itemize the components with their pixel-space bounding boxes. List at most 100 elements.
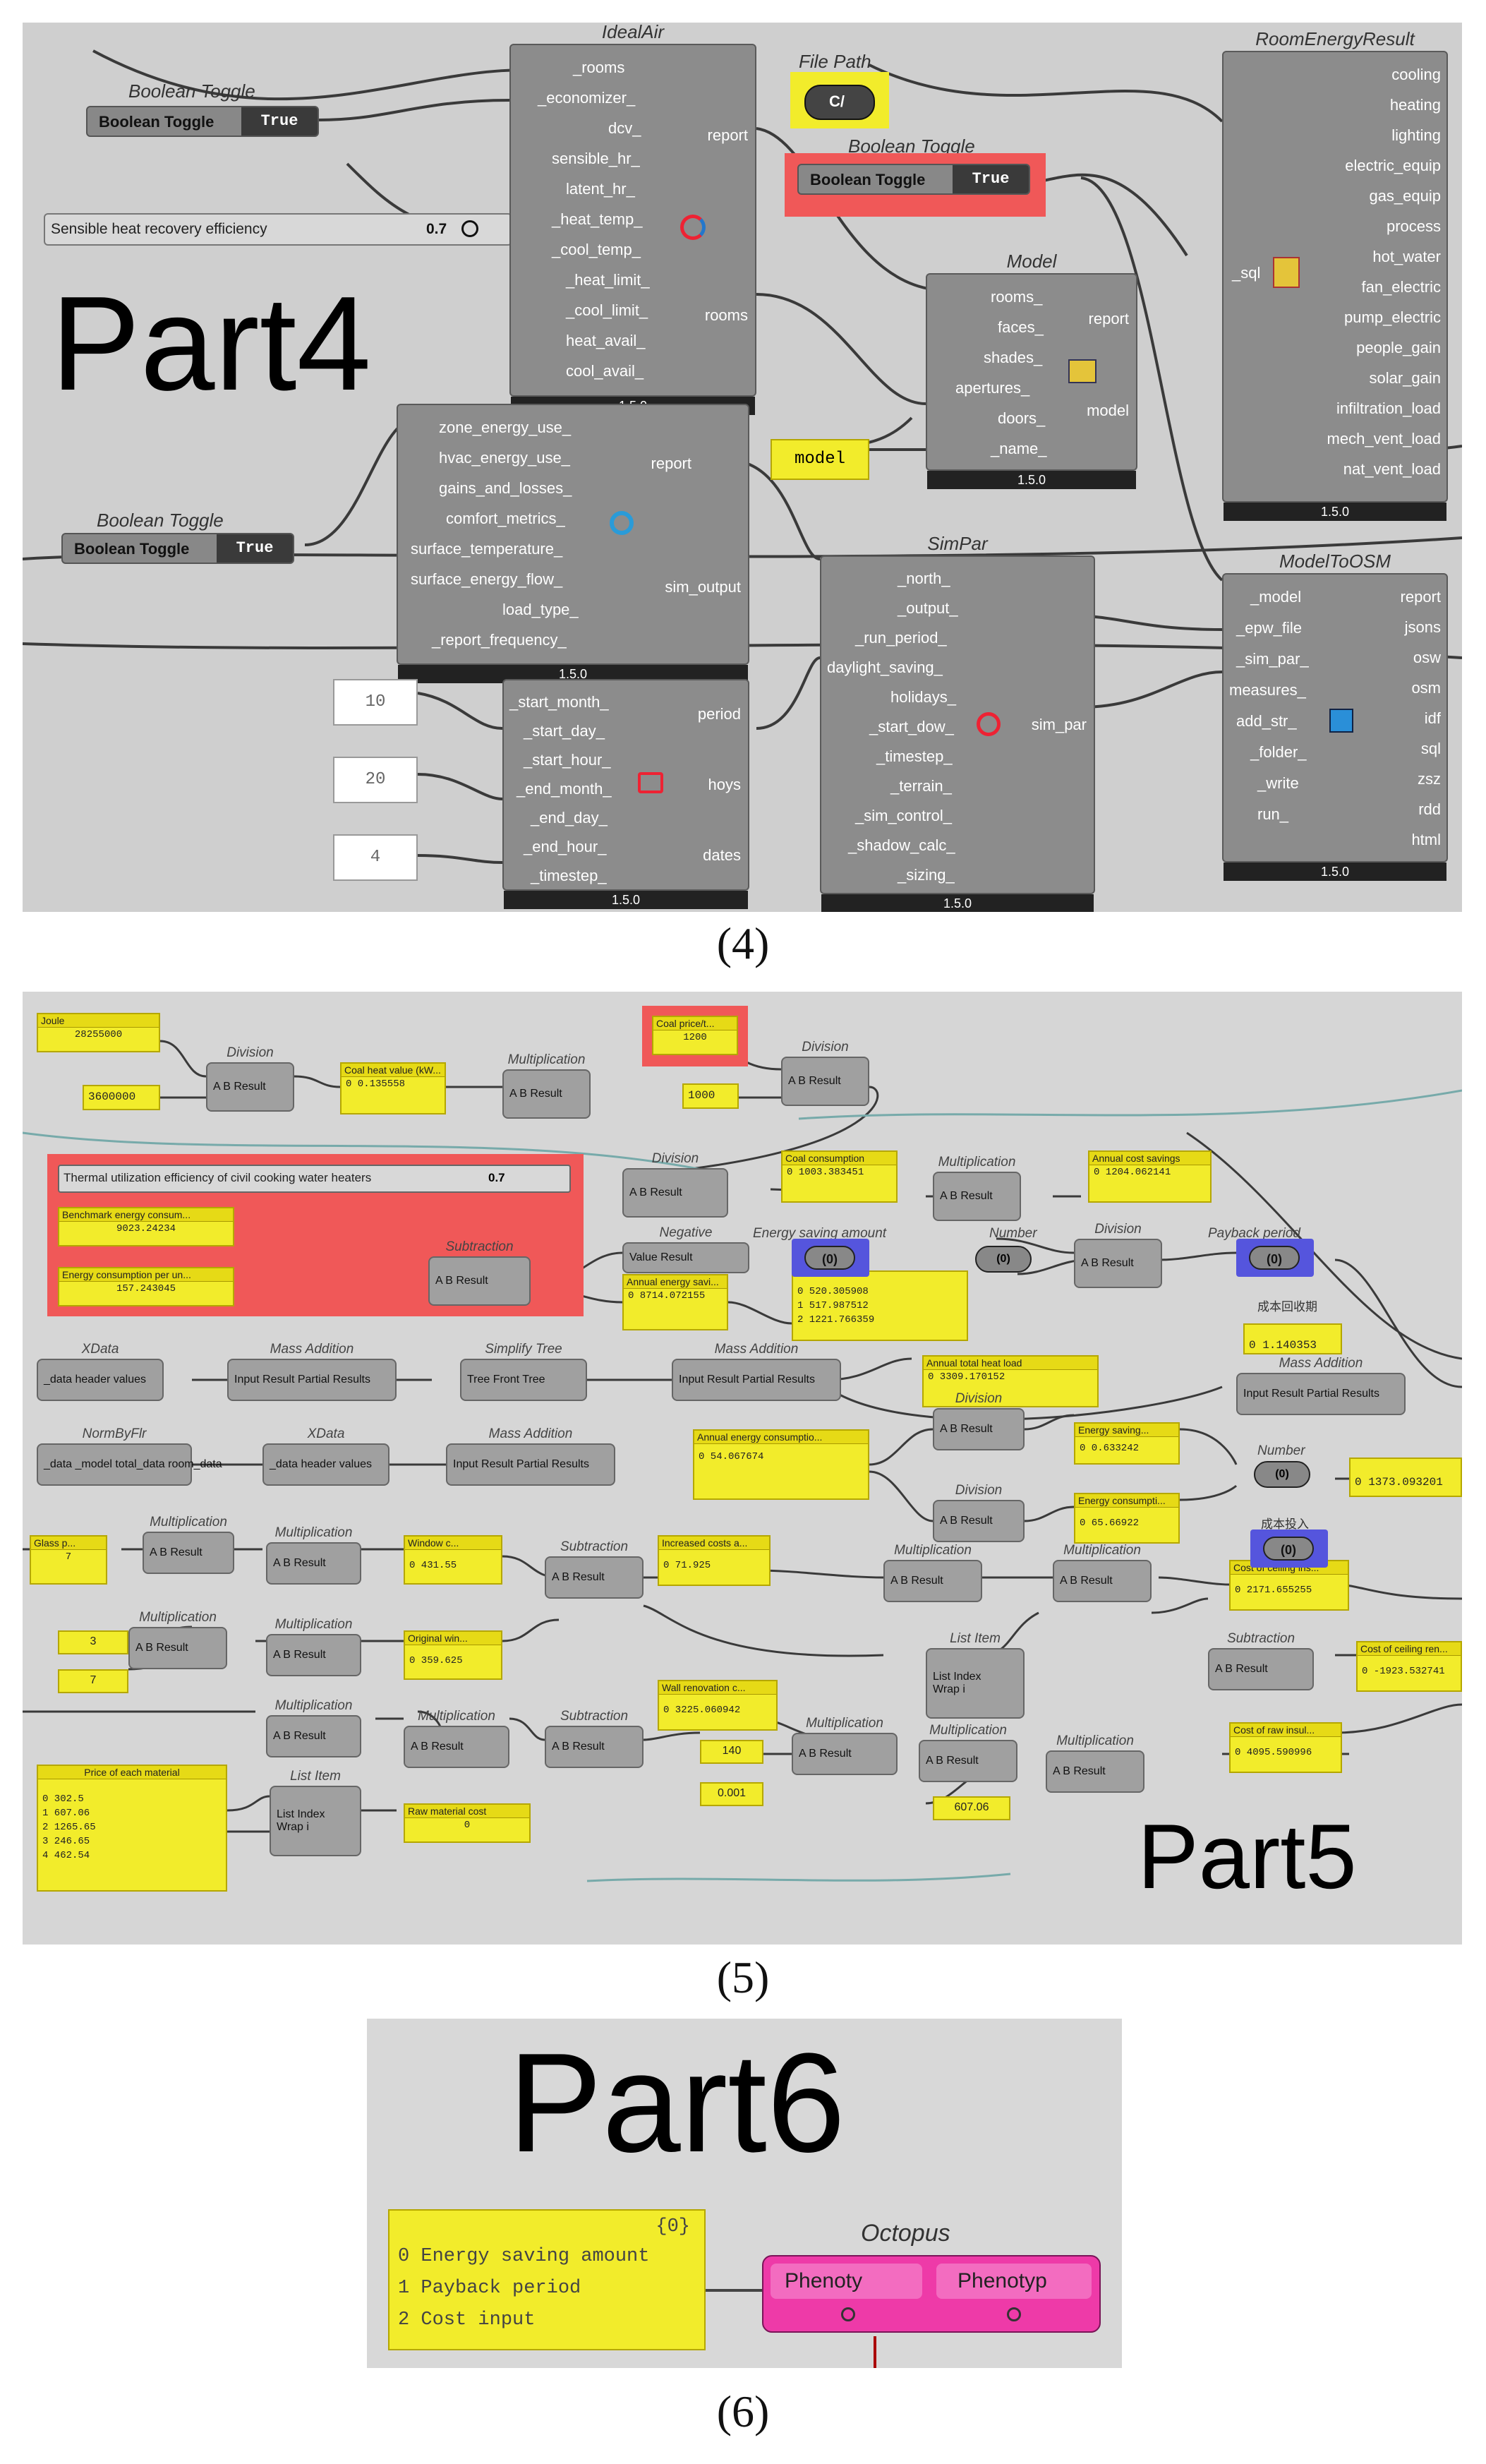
window-c-panel[interactable]: Window c... 0 431.55 bbox=[404, 1535, 502, 1585]
multiplication-node-7[interactable]: Multiplication A B Result bbox=[128, 1610, 227, 1669]
annual-consumption-panel[interactable]: Annual energy consumptio... 0 54.067674 bbox=[693, 1429, 869, 1500]
n140-panel[interactable]: 140 bbox=[700, 1740, 763, 1764]
note-value: 0 3225.060942 bbox=[663, 1705, 741, 1716]
ceiling-ren-panel[interactable]: Cost of ceiling ren... 0 -1923.532741 bbox=[1356, 1641, 1462, 1692]
mass-addition-node-1[interactable]: Mass Addition Input Result Partial Resul… bbox=[227, 1342, 397, 1401]
multiplication-node-8[interactable]: Multiplication A B Result bbox=[266, 1617, 361, 1676]
multiplication-node-3[interactable]: Multiplication A B Result bbox=[143, 1515, 234, 1574]
division-node-3[interactable]: Division A B Result bbox=[622, 1151, 728, 1218]
output: jsons bbox=[1404, 618, 1441, 636]
phenotype-list-panel[interactable]: {0} 0 Energy saving amount 1 Payback per… bbox=[388, 2209, 706, 2350]
boolean-toggle-3[interactable]: Boolean Toggle True bbox=[61, 533, 294, 564]
multiplication-node-12[interactable]: Multiplication A B Result bbox=[919, 1723, 1017, 1782]
number-node-1[interactable]: (0) bbox=[975, 1246, 1032, 1273]
list-item-node-2[interactable]: List Item List Index Wrap i bbox=[270, 1769, 361, 1856]
subtraction-node-2[interactable]: Subtraction A B Result bbox=[545, 1539, 644, 1599]
multiplication-node-9[interactable]: Multiplication A B Result bbox=[266, 1698, 361, 1757]
division-node-5[interactable]: Division A B Result bbox=[933, 1391, 1025, 1450]
annual-cost-panel[interactable]: Annual cost savings 0 1204.062141 bbox=[1088, 1150, 1212, 1203]
multiplication-node-1[interactable]: Multiplication A B Result bbox=[502, 1052, 591, 1119]
sim-output-component[interactable]: zone_energy_use_ hvac_energy_use_ gains_… bbox=[397, 404, 749, 683]
benchmark-panel[interactable]: Benchmark energy consum... 9023.24234 bbox=[58, 1207, 234, 1246]
model-component[interactable]: Model rooms_ faces_ shades_ apertures_ d… bbox=[926, 251, 1137, 489]
phenotype-input-right[interactable]: Phenotyp bbox=[936, 2264, 1092, 2299]
thermal-slider-value[interactable]: 0.7 bbox=[446, 1165, 571, 1193]
payback-value-panel[interactable]: 0 1.140353 bbox=[1243, 1323, 1342, 1354]
coal-price-panel[interactable]: Coal price/t... 1200 bbox=[652, 1016, 738, 1055]
wall-renovation-panel[interactable]: Wall renovation c... 0 3225.060942 bbox=[658, 1680, 778, 1731]
division-node-1[interactable]: Division A B Result bbox=[206, 1045, 294, 1112]
n0001-panel[interactable]: 0.001 bbox=[700, 1782, 763, 1806]
energy-consumption-small-panel[interactable]: Energy consumpti... 0 65.66922 bbox=[1074, 1493, 1180, 1544]
simpar-component[interactable]: SimPar _north_ _output_ _run_period_ day… bbox=[820, 533, 1095, 912]
division-node-2[interactable]: Division A B Result bbox=[781, 1040, 869, 1106]
multiplication-node-4[interactable]: Multiplication A B Result bbox=[266, 1525, 361, 1585]
energy-saving-amount-number[interactable]: (0) bbox=[792, 1239, 869, 1277]
subtraction-node-3[interactable]: Subtraction A B Result bbox=[1208, 1631, 1314, 1690]
octopus-component[interactable]: Phenoty Phenotyp bbox=[762, 2255, 1101, 2333]
input: _start_day_ bbox=[524, 722, 605, 740]
joule-panel[interactable]: Joule 28255000 bbox=[37, 1013, 160, 1052]
room-energy-result-component[interactable]: RoomEnergyResult _sql cooling heating li… bbox=[1222, 28, 1448, 521]
multiplication-node-10[interactable]: Multiplication A B Result bbox=[404, 1709, 509, 1768]
annual-saving-panel[interactable]: Annual energy savi... 0 8714.072155 bbox=[622, 1274, 728, 1330]
boolean-toggle-2[interactable]: Boolean Toggle True bbox=[797, 164, 1030, 195]
multiplication-node-6[interactable]: Multiplication A B Result bbox=[1053, 1543, 1152, 1602]
cost-input-number[interactable]: (0) bbox=[1250, 1530, 1328, 1568]
model-to-osm-component[interactable]: ModelToOSM _model _epw_file _sim_par_ me… bbox=[1222, 551, 1448, 881]
note-title: Energy consumption per un... bbox=[59, 1268, 233, 1282]
analysis-period-component[interactable]: _start_month_ _start_day_ _start_hour_ _… bbox=[502, 679, 749, 909]
number-title-2: Number bbox=[1257, 1443, 1305, 1458]
n3600000-panel[interactable]: 3600000 bbox=[83, 1085, 160, 1110]
energy-saving-small-panel[interactable]: Energy saving... 0 0.633242 bbox=[1074, 1422, 1180, 1465]
n3-panel[interactable]: 3 bbox=[58, 1630, 128, 1654]
number-box-timestep[interactable]: 4 bbox=[333, 834, 418, 881]
energy-per-unit-panel[interactable]: Energy consumption per un... 157.243045 bbox=[58, 1267, 234, 1306]
subtraction-node-4[interactable]: Subtraction A B Result bbox=[545, 1709, 644, 1768]
raw-material-panel[interactable]: Raw material cost 0 bbox=[404, 1803, 531, 1843]
mass-addition-node-3[interactable]: Mass Addition Input Result Partial Resul… bbox=[1236, 1356, 1406, 1415]
division-node-4[interactable]: Division A B Result bbox=[1074, 1222, 1162, 1288]
raw-insul-panel[interactable]: Cost of raw insul... 0 4095.590996 bbox=[1229, 1722, 1342, 1773]
multiplication-node-11[interactable]: Multiplication A B Result bbox=[792, 1716, 898, 1775]
xdata-node-2[interactable]: XData _data header values bbox=[262, 1426, 389, 1486]
sensible-hr-slider[interactable]: Sensible heat recovery efficiency 0.7 bbox=[44, 213, 512, 246]
increased-costs-panel[interactable]: Increased costs a... 0 71.925 bbox=[658, 1535, 771, 1586]
model-text-panel[interactable]: model bbox=[771, 439, 869, 480]
number-node-2[interactable]: (0) bbox=[1254, 1461, 1310, 1488]
price-material-panel[interactable]: Price of each material 0 302.5 1 607.06 … bbox=[37, 1765, 227, 1892]
number-box-start-month[interactable]: 10 bbox=[333, 679, 418, 726]
file-path-component[interactable]: C/ bbox=[804, 85, 875, 120]
phenotype-input-left[interactable]: Phenoty bbox=[771, 2264, 922, 2299]
list-item-node-1[interactable]: List Item List Index Wrap i bbox=[926, 1631, 1025, 1719]
normbyflr-node[interactable]: NormByFlr _data _model total_data room_d… bbox=[37, 1426, 222, 1486]
number-box-end-month[interactable]: 20 bbox=[333, 757, 418, 803]
multiplication-node-13[interactable]: Multiplication A B Result bbox=[1046, 1733, 1144, 1793]
glass-panel[interactable]: Glass p... 7 bbox=[30, 1535, 107, 1585]
input: sensible_hr_ bbox=[552, 150, 640, 167]
node-title: Division bbox=[955, 1391, 1003, 1406]
subtraction-node-1[interactable]: Subtraction A B Result bbox=[428, 1239, 531, 1306]
division-node-6[interactable]: Division A B Result bbox=[933, 1483, 1025, 1542]
ideal-air-component[interactable]: IdealAir _rooms _economizer_ dcv_ sensib… bbox=[509, 23, 756, 415]
original-win-panel[interactable]: Original win... 0 359.625 bbox=[404, 1630, 502, 1680]
annual-heat-panel[interactable]: Annual total heat load 0 3309.170152 bbox=[922, 1355, 1099, 1407]
n1000-panel[interactable]: 1000 bbox=[682, 1083, 739, 1109]
coal-consumption-panel[interactable]: Coal consumption 0 1003.383451 bbox=[781, 1150, 898, 1203]
input: latent_hr_ bbox=[566, 180, 635, 198]
multiplication-node-2[interactable]: Multiplication A B Result bbox=[933, 1155, 1021, 1221]
mass-addition-node-2[interactable]: Mass Addition Input Result Partial Resul… bbox=[672, 1342, 841, 1401]
number-right-panel[interactable]: 0 1373.093201 bbox=[1349, 1458, 1462, 1497]
coal-heat-panel[interactable]: Coal heat value (kW... 0 0.135558 bbox=[340, 1062, 446, 1114]
n60706-panel[interactable]: 607.06 bbox=[933, 1796, 1010, 1820]
multiplication-node-5[interactable]: Multiplication A B Result bbox=[883, 1543, 982, 1602]
simplify-tree-node[interactable]: Simplify Tree Tree Front Tree bbox=[460, 1342, 587, 1401]
n7-panel[interactable]: 7 bbox=[58, 1669, 128, 1693]
thermal-efficiency-slider[interactable]: Thermal utilization efficiency of civil … bbox=[58, 1165, 449, 1193]
negative-node[interactable]: Negative Value Result bbox=[622, 1225, 749, 1273]
boolean-toggle-1[interactable]: Boolean Toggle True bbox=[86, 106, 319, 137]
mass-addition-node-4[interactable]: Mass Addition Input Result Partial Resul… bbox=[446, 1426, 615, 1486]
xdata-node-1[interactable]: XData _data header values bbox=[37, 1342, 164, 1401]
triple-value-panel[interactable]: 0 520.305908 1 517.987512 2 1221.766359 bbox=[792, 1270, 968, 1341]
payback-period-number[interactable]: (0) bbox=[1236, 1239, 1314, 1277]
